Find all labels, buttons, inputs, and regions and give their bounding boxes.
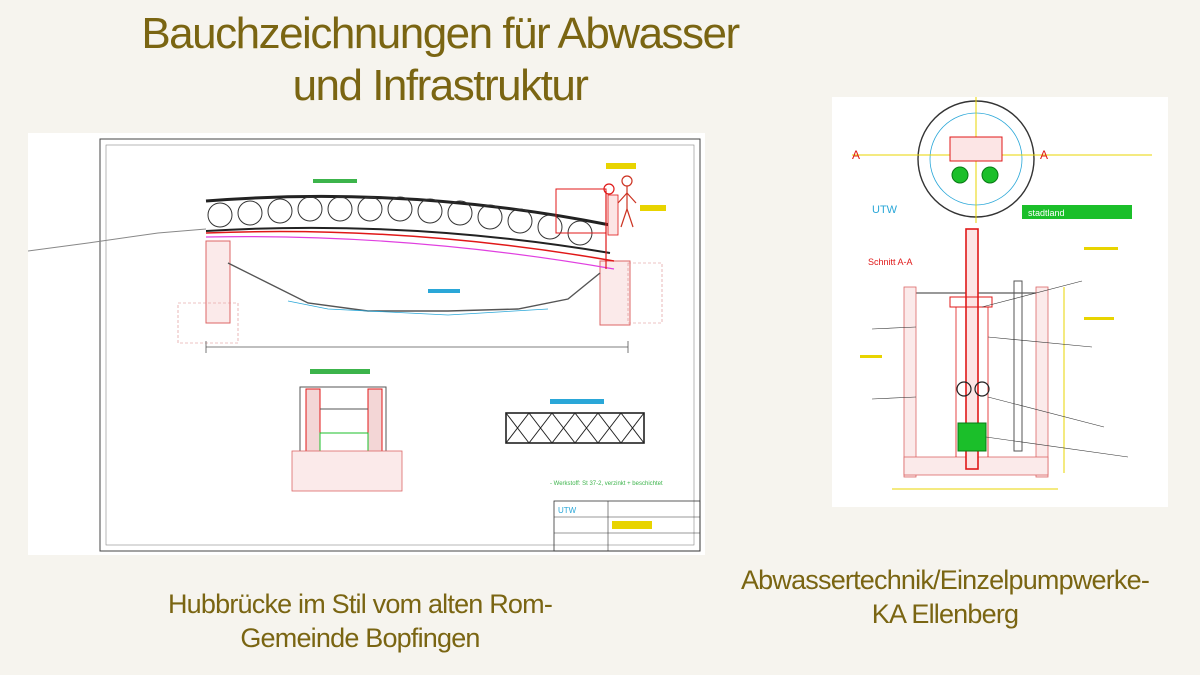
counterweight <box>607 194 619 236</box>
foundation-left <box>177 302 239 344</box>
water-level <box>287 300 549 316</box>
pump-plan-frame <box>949 136 1003 162</box>
pipe-flange-top <box>949 296 993 308</box>
abutment-right <box>599 260 631 326</box>
title-block-logo: UTW <box>558 506 577 515</box>
caption-bridge-line-2: Gemeinde Bopfingen <box>240 623 480 653</box>
title-block <box>553 500 701 552</box>
pump-plan-1 <box>951 166 969 184</box>
firm-plate <box>1022 205 1132 219</box>
pumpwerk-cad-drawing: A A UTW stadtland Schnitt A-A <box>832 97 1168 507</box>
callout-yellow-2 <box>640 205 666 211</box>
label-cyan-truss <box>550 399 604 404</box>
tower-section-foundation <box>291 450 403 492</box>
pumpwerk-drawing-svg: A A UTW stadtland Schnitt A-A <box>852 97 1152 490</box>
callout-yellow-1 <box>606 163 636 169</box>
truss-top-chord <box>205 194 611 227</box>
page-title-line-2: und Infrastruktur <box>292 61 589 110</box>
guide-rails <box>955 307 989 457</box>
truss-rosettes <box>207 196 593 246</box>
riser-pipe <box>965 228 979 470</box>
valve-2 <box>974 381 990 397</box>
vent-pipe <box>1013 280 1023 452</box>
leader-lines <box>871 280 1129 458</box>
caption-pumpwerk-line-2: KA Ellenberg <box>871 599 1019 629</box>
truss-elevation <box>505 412 645 444</box>
label-markers <box>860 247 1118 358</box>
river-bed <box>227 262 601 312</box>
shaft-wall-left <box>903 286 917 478</box>
label-cyan-mid <box>428 289 460 293</box>
section-mark-right: A <box>1040 148 1048 162</box>
firm-plate-text: stadtland <box>1028 208 1065 218</box>
terrain-line-left <box>28 228 207 252</box>
truss-bottom-chord <box>205 226 611 254</box>
pump-unit <box>957 422 987 452</box>
truss-elevation-diagonals <box>505 412 645 444</box>
label-green-top <box>313 179 357 183</box>
section-title: Schnitt A-A <box>868 257 913 267</box>
deck-red-line <box>205 230 615 262</box>
pumpwerk-logo: UTW <box>872 204 898 216</box>
foundation-right <box>627 262 663 324</box>
valve-1 <box>956 381 972 397</box>
lift-tower <box>555 188 607 234</box>
pulley <box>603 183 615 195</box>
page-title-line-1: Bauchzeichnungen für Abwasser <box>141 9 740 58</box>
pump-plan-2 <box>981 166 999 184</box>
shaft-wall-right <box>1035 286 1049 478</box>
material-note: - Werkstoff: St 37-2, verzinkt + beschic… <box>550 481 663 487</box>
abutment-left <box>205 240 231 324</box>
sheet-inner-border <box>105 144 695 546</box>
caption-bridge: Hubbrücke im Stil vom alten Rom- Gemeind… <box>10 587 710 655</box>
label-green-section <box>310 369 370 374</box>
bridge-drawing-svg: - Werkstoff: St 37-2, verzinkt + beschic… <box>28 138 701 552</box>
caption-pumpwerk: Abwassertechnik/Einzelpumpwerke- KA Elle… <box>695 563 1195 631</box>
page-title: Bauchzeichnungen für Abwasser und Infras… <box>0 8 880 112</box>
sheet-border <box>99 138 701 552</box>
section-mark-left: A <box>852 148 860 162</box>
person-figure <box>617 175 637 228</box>
caption-pumpwerk-line-1: Abwassertechnik/Einzelpumpwerke- <box>740 565 1150 595</box>
bridge-cad-drawing: - Werkstoff: St 37-2, verzinkt + beschic… <box>28 133 705 555</box>
deck-magenta-line <box>205 236 615 270</box>
caption-bridge-line-1: Hubbrücke im Stil vom alten Rom- <box>167 589 553 619</box>
title-block-yellow <box>612 521 652 529</box>
